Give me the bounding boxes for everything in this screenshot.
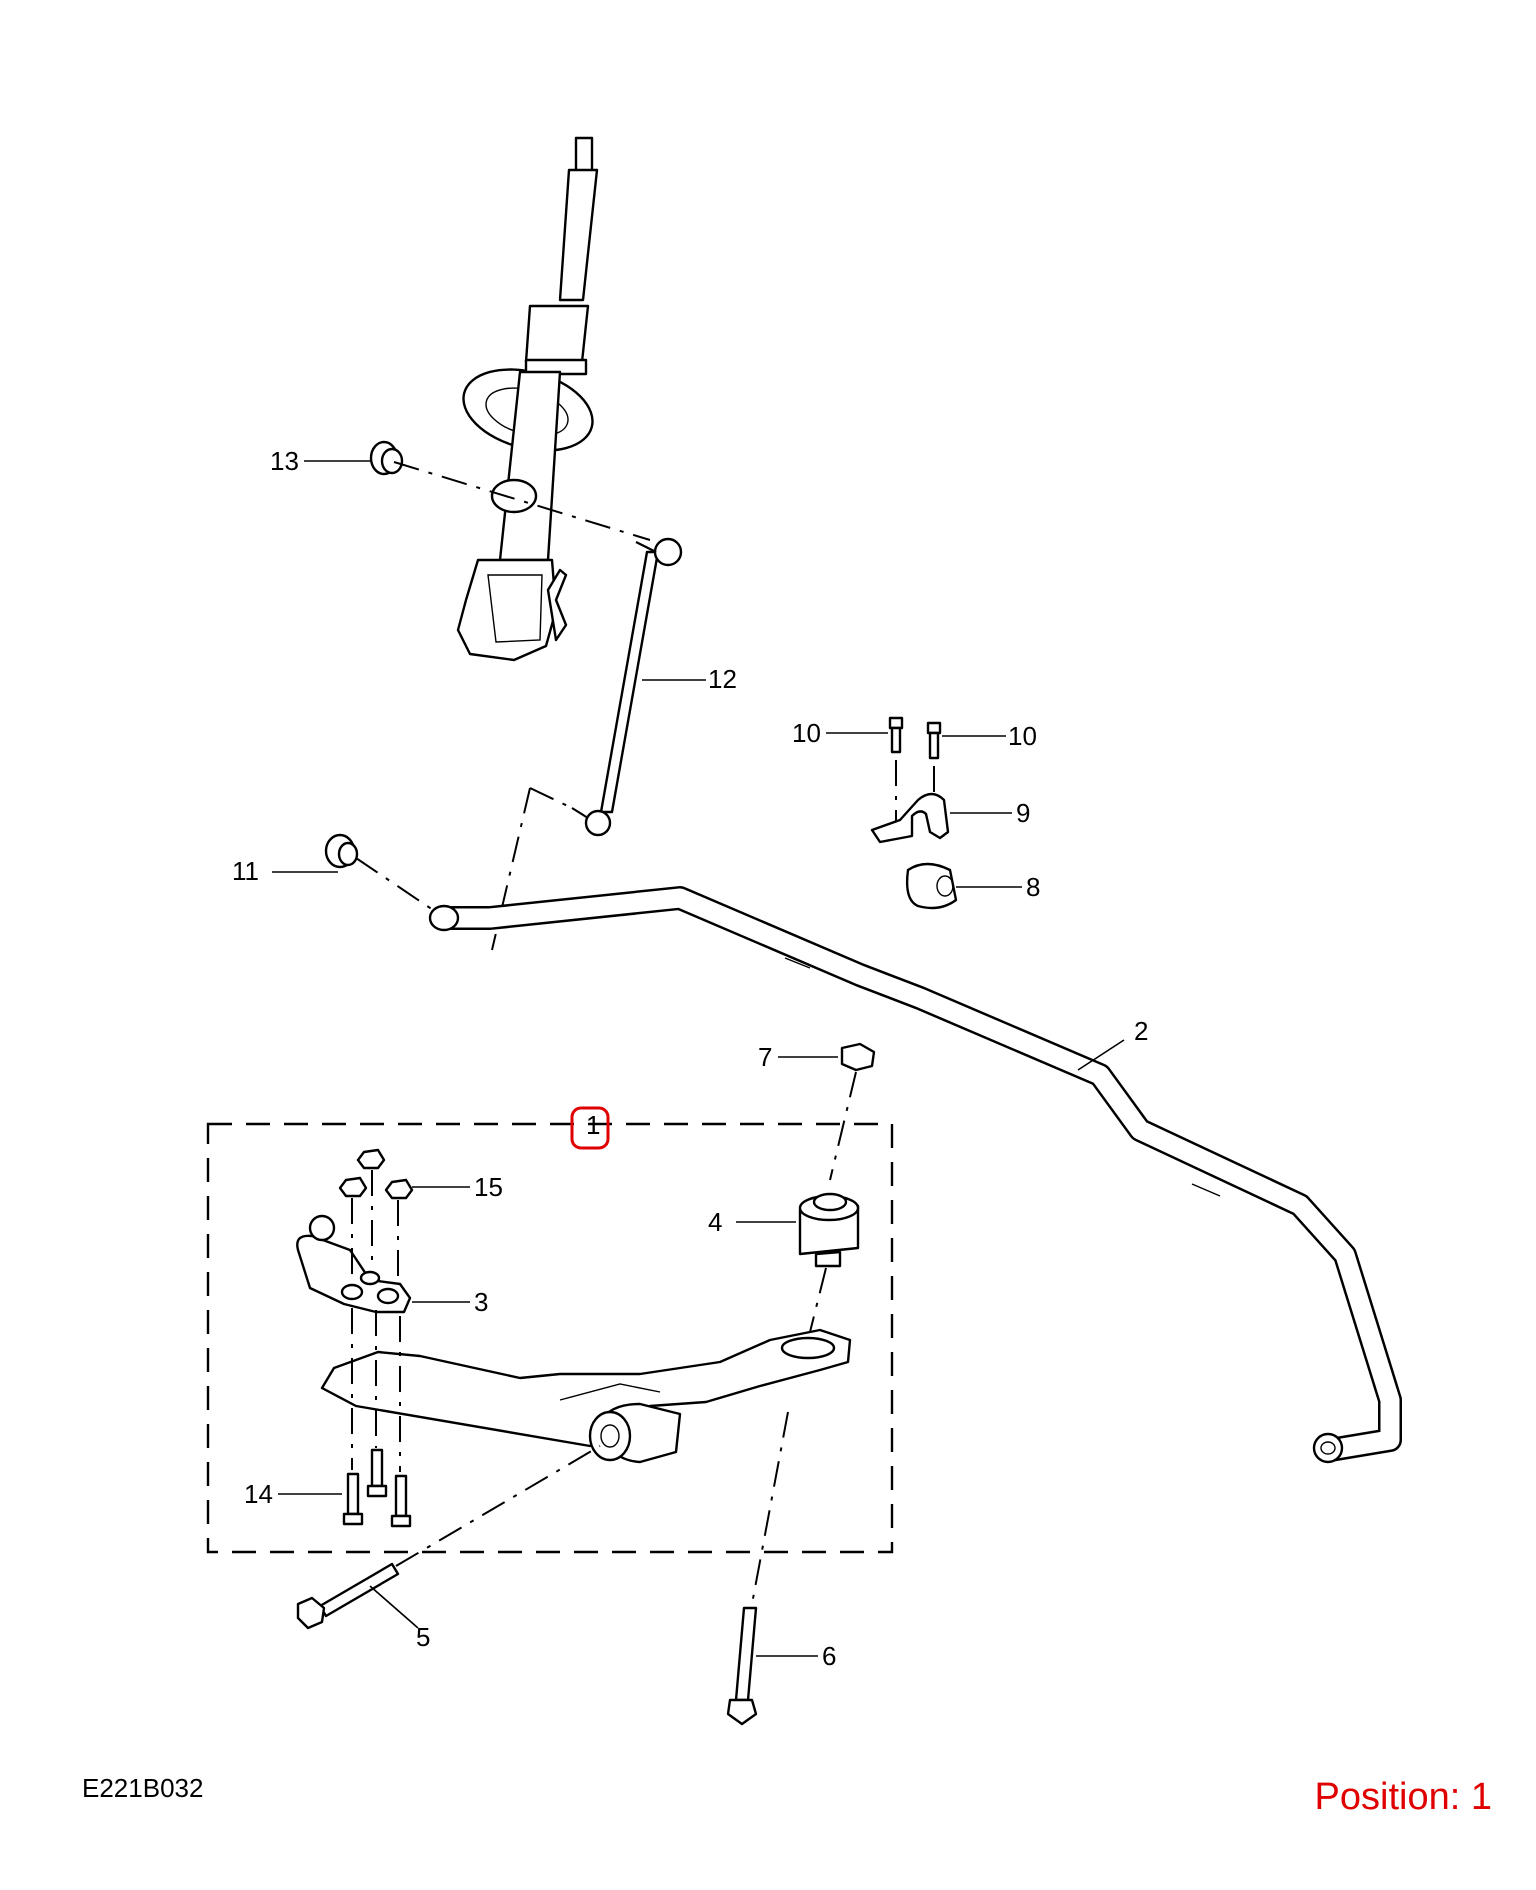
callout-10-right[interactable]: 10 <box>1008 721 1037 751</box>
part-10-bolt-right[interactable] <box>926 721 942 760</box>
callout-4[interactable]: 4 <box>708 1207 722 1237</box>
callout-1[interactable]: 1 <box>586 1110 600 1140</box>
callout-11[interactable]: 11 <box>232 856 259 886</box>
leader-2 <box>1077 1039 1125 1071</box>
callout-7[interactable]: 7 <box>758 1042 772 1072</box>
shock-absorber-strut[interactable] <box>454 136 601 662</box>
callout-3[interactable]: 3 <box>474 1287 488 1317</box>
part-5-bolt[interactable] <box>296 1562 400 1630</box>
assembly-1-frame <box>206 1122 894 1554</box>
callout-5[interactable]: 5 <box>416 1622 430 1652</box>
part-4-bushing[interactable] <box>798 1192 860 1268</box>
callout-14[interactable]: 14 <box>244 1479 273 1509</box>
part-11-nut[interactable] <box>324 833 359 869</box>
part-6-bolt[interactable] <box>726 1606 758 1726</box>
part-7-nut[interactable] <box>840 1042 876 1072</box>
part-10-bolt-left[interactable] <box>888 716 904 754</box>
callout-15[interactable]: 15 <box>474 1172 503 1202</box>
part-3-ball-joint[interactable] <box>296 1214 412 1314</box>
part-2-stabiliser-bar[interactable] <box>428 886 1402 1464</box>
callout-13[interactable]: 13 <box>270 446 299 476</box>
part-8-bushing[interactable] <box>905 862 958 910</box>
callout-1-highlight <box>570 1106 610 1150</box>
lower-control-arm[interactable] <box>320 1328 852 1464</box>
leader-5 <box>369 1585 419 1629</box>
callout-9[interactable]: 9 <box>1016 798 1030 828</box>
callout-8[interactable]: 8 <box>1026 872 1040 902</box>
part-15-nuts[interactable] <box>338 1148 414 1200</box>
callout-2[interactable]: 2 <box>1134 1016 1148 1046</box>
part-12-stabiliser-link[interactable] <box>571 537 683 837</box>
diagram-code: E221B032 <box>82 1773 204 1803</box>
position-indicator: Position: 1 <box>1314 1776 1492 1818</box>
callout-10-left[interactable]: 10 <box>792 718 821 748</box>
part-9-clamp[interactable] <box>870 792 950 844</box>
callout-6[interactable]: 6 <box>822 1641 836 1671</box>
callout-12[interactable]: 12 <box>708 664 737 694</box>
part-13-nut[interactable] <box>369 440 404 476</box>
part-14-bolts[interactable] <box>342 1448 412 1528</box>
